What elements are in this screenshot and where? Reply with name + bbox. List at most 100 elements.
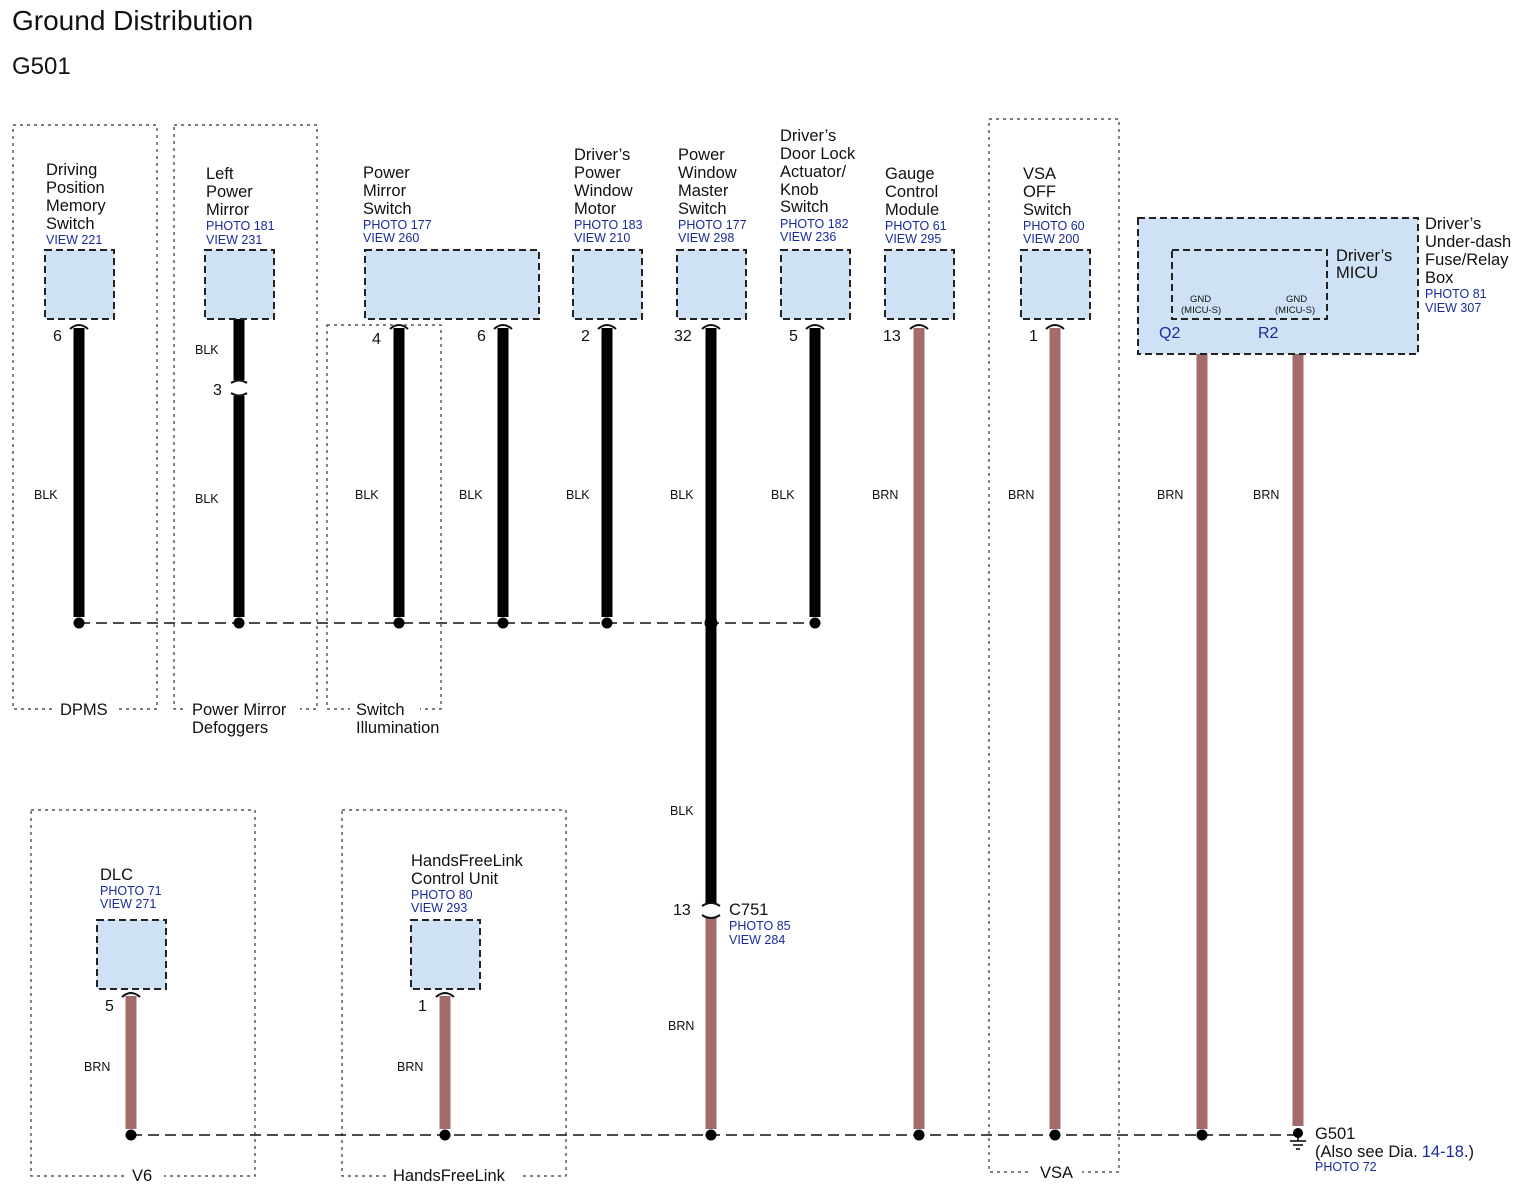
- terminal-cap: [389, 324, 409, 330]
- label-c751: C751: [729, 901, 768, 919]
- connector-left-power-mirror: [204, 249, 275, 320]
- ref-hfl-view: VIEW 293: [411, 901, 467, 915]
- ref-c751-photo: PHOTO 85: [729, 919, 791, 933]
- pin-number: 1: [418, 998, 427, 1015]
- wire-color-label: BRN: [668, 1019, 694, 1033]
- group-box-v6: [30, 809, 256, 1177]
- ref-gauge-photo: PHOTO 61: [885, 219, 947, 233]
- wire-color-label: BRN: [1253, 488, 1279, 502]
- gnd-sub-q2: (MICU-S): [1181, 305, 1221, 316]
- pin-number: 6: [53, 328, 62, 345]
- connector-dpms-switch: [44, 249, 115, 320]
- pin-number: 13: [673, 902, 691, 919]
- ground-note: (Also see Dia.14-18.): [1315, 1143, 1474, 1161]
- label-vsa-switch: VSA OFF Switch: [1023, 165, 1072, 219]
- pin-number: 3: [213, 382, 222, 399]
- ref-mirror-switch-photo: PHOTO 177: [363, 218, 432, 232]
- pin-number: 5: [105, 998, 114, 1015]
- ground-label: G501: [1315, 1125, 1355, 1143]
- label-window-motor: Driver’s Power Window Motor: [574, 146, 637, 218]
- terminal-cap: [435, 992, 455, 998]
- junction-dot: [125, 1129, 137, 1141]
- junction-dot: [809, 617, 821, 629]
- group-label-power-mirror-defoggers-1: Power Mirror: [192, 701, 287, 719]
- wire-color-label: BLK: [459, 488, 483, 502]
- connector-gauge-module: [884, 249, 955, 320]
- group-label-v6: V6: [132, 1167, 152, 1185]
- junction-dot: [1196, 1129, 1208, 1141]
- gnd-label-q2: GND: [1190, 294, 1211, 305]
- ref-dlc-photo: PHOTO 71: [100, 884, 162, 898]
- group-label-handsfreelink: HandsFreeLink: [393, 1167, 506, 1185]
- terminal-cap: [909, 324, 929, 330]
- wire-color-label: BLK: [771, 488, 795, 502]
- junction-dot: [1049, 1129, 1061, 1141]
- label-master-switch: Power Window Master Switch: [678, 146, 741, 218]
- pin-number: 32: [674, 328, 692, 345]
- junction-dot: [439, 1129, 451, 1141]
- ref-fuse-box-view: VIEW 307: [1425, 301, 1481, 315]
- junction-dot: [233, 617, 245, 629]
- connector-dlc: [96, 919, 167, 990]
- junction-dot: [913, 1129, 925, 1141]
- pin-number: 13: [883, 328, 901, 345]
- label-gauge-module: Gauge Control Module: [885, 165, 943, 219]
- wire-color-label: BLK: [34, 488, 58, 502]
- label-left-power-mirror: Left Power Mirror: [206, 165, 257, 219]
- inline-connector-c751: [701, 914, 721, 919]
- pin-number: 2: [581, 328, 590, 345]
- junction-dot: [73, 617, 85, 629]
- group-box-switch-illumination: [326, 324, 442, 710]
- wire-color-label: BLK: [670, 488, 694, 502]
- pin-number: 4: [372, 331, 381, 348]
- ground-symbol-icon: [1290, 1128, 1306, 1150]
- ref-left-mirror-photo: PHOTO 181: [206, 219, 275, 233]
- connector-door-lock: [780, 249, 851, 320]
- ref-master-switch-photo: PHOTO 177: [678, 218, 747, 232]
- terminal-cap: [701, 324, 721, 330]
- ground-note-link[interactable]: 14-18: [1422, 1143, 1464, 1161]
- pin-number: 6: [477, 328, 486, 345]
- ref-dpms-switch-view: VIEW 221: [46, 233, 102, 247]
- ref-window-motor-view: VIEW 210: [574, 231, 630, 245]
- junction-dot: [497, 617, 509, 629]
- junction-dot: [601, 617, 613, 629]
- label-door-lock: Driver’s Door Lock Actuator/ Knob Switch: [780, 127, 860, 216]
- junction-dot: [393, 617, 405, 629]
- ref-fuse-box-photo: PHOTO 81: [1425, 287, 1487, 301]
- wire-color-label: BLK: [195, 492, 219, 506]
- connector-window-motor: [572, 249, 643, 320]
- terminal-cap: [805, 324, 825, 330]
- wire-color-label: BRN: [1157, 488, 1183, 502]
- ref-mirror-switch-view: VIEW 260: [363, 231, 419, 245]
- wire-color-label: BLK: [195, 343, 219, 357]
- gnd-label-r2: GND: [1286, 294, 1307, 305]
- ref-window-motor-photo: PHOTO 183: [574, 218, 643, 232]
- ref-hfl-photo: PHOTO 80: [411, 888, 473, 902]
- terminal-cap: [1045, 324, 1065, 330]
- label-power-mirror-switch: Power Mirror Switch: [363, 164, 414, 218]
- connector-power-mirror-switch: [364, 249, 540, 320]
- page-title: Ground Distribution: [12, 5, 253, 36]
- ref-door-lock-view: VIEW 236: [780, 230, 836, 244]
- pin-number: 1: [1029, 328, 1038, 345]
- wire-color-label: BRN: [1008, 488, 1034, 502]
- label-dpms-switch: Driving Position Memory Switch: [46, 161, 110, 233]
- wire-color-label: BRN: [84, 1060, 110, 1074]
- terminal-cap: [493, 324, 513, 330]
- inline-connector-left-mirror: [230, 392, 248, 397]
- gnd-sub-r2: (MICU-S): [1275, 305, 1315, 316]
- group-label-switch-illumination-1: Switch: [356, 701, 405, 719]
- group-label-vsa: VSA: [1040, 1164, 1073, 1182]
- connector-vsa-switch: [1020, 249, 1091, 320]
- pin-number: 5: [789, 328, 798, 345]
- label-hfl-unit: HandsFreeLink Control Unit: [411, 852, 527, 888]
- micu-box: [1171, 249, 1328, 320]
- ref-master-switch-view: VIEW 298: [678, 231, 734, 245]
- wire-color-label: BLK: [670, 804, 694, 818]
- terminal-cap: [597, 324, 617, 330]
- page-subtitle: G501: [12, 53, 71, 80]
- group-label-power-mirror-defoggers-2: Defoggers: [192, 719, 268, 737]
- fuse-relay-box: [1137, 217, 1419, 355]
